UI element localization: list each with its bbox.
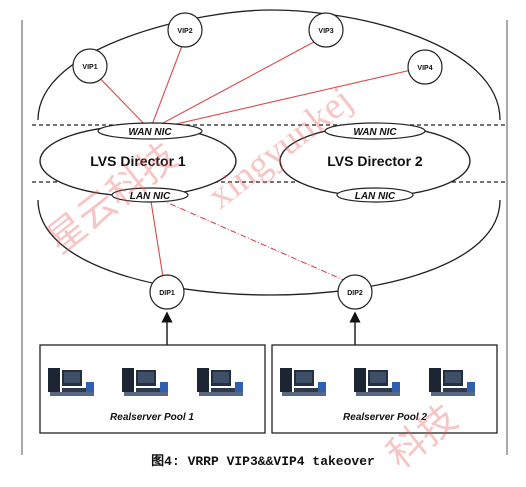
director1-lan-label: LAN NIC [130, 191, 171, 202]
vip1-label: VIP1 [82, 64, 97, 71]
vip1-node: VIP1 [72, 48, 108, 84]
dip1-label: DIP1 [159, 290, 175, 297]
director2-wan-nic [324, 122, 426, 140]
director1: WAN NIC LVS Director 1 LAN NIC [39, 122, 237, 203]
director2-wan-label: WAN NIC [353, 127, 397, 138]
director2-lan-label: LAN NIC [355, 191, 396, 202]
director1-lan-nic [111, 187, 189, 203]
link-vip2-director1 [149, 37, 186, 131]
link-director1-dip2 [149, 194, 356, 286]
vip4-node: VIP4 [407, 49, 443, 85]
vip3-label: VIP3 [318, 28, 333, 35]
dip1-node: DIP1 [149, 274, 185, 310]
director1-name: LVS Director 1 [90, 153, 186, 169]
pool2-label: Realserver Pool 2 [343, 412, 427, 423]
server-icon [429, 368, 475, 396]
link-director1-dip1 [149, 194, 166, 291]
vip2-node: VIP2 [167, 12, 203, 48]
pool1-label: Realserver Pool 1 [110, 412, 194, 423]
server-icon [122, 368, 168, 396]
vip2-label: VIP2 [177, 28, 192, 35]
outer-ellipse-bottom [37, 199, 501, 296]
server-icon [280, 368, 326, 396]
figure-caption: 图4: VRRP VIP3&&VIP4 takeover [151, 454, 375, 469]
link-vip3-director1 [149, 35, 326, 131]
dip2-node: DIP2 [337, 274, 373, 310]
vip4-label: VIP4 [417, 65, 432, 72]
director2-lan-nic [336, 187, 414, 203]
link-vip4-director1 [149, 67, 421, 131]
director2: WAN NIC LVS Director 2 LAN NIC [279, 122, 471, 203]
director1-wan-label: WAN NIC [128, 127, 172, 138]
vip3-node: VIP3 [308, 12, 344, 48]
server-icon [354, 368, 400, 396]
director2-name: LVS Director 2 [327, 153, 423, 169]
server-icon [197, 368, 243, 396]
dip2-label: DIP2 [347, 290, 363, 297]
director1-wan-nic [97, 122, 203, 140]
server-icon [48, 368, 94, 396]
